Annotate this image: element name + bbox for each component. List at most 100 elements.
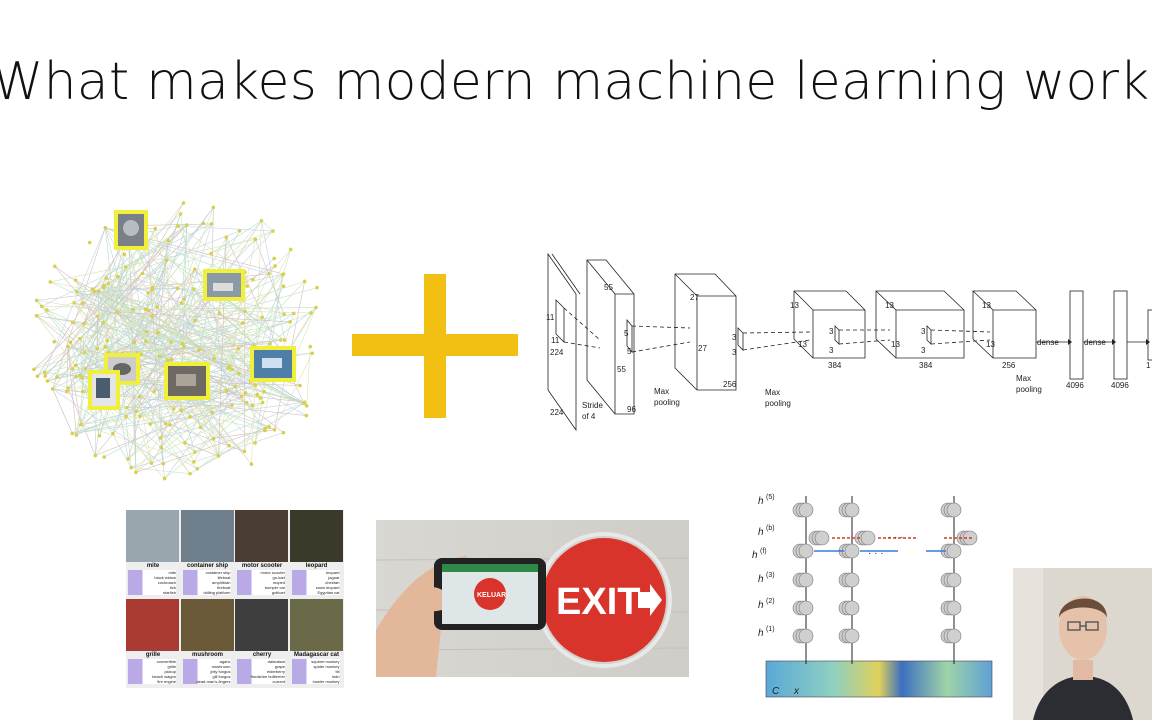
- graph-node: [72, 300, 76, 305]
- graph-edge: [67, 346, 77, 436]
- graph-edge: [124, 254, 195, 365]
- conv5-depth: 256: [1002, 361, 1016, 370]
- graph-edge: [50, 281, 243, 324]
- graph-node: [74, 433, 79, 437]
- graph-edge: [70, 342, 100, 436]
- graph-edge: [145, 260, 167, 342]
- stride-label: Stride: [582, 401, 603, 410]
- graph-node: [106, 281, 111, 286]
- network-graph-image: [10, 180, 350, 500]
- rnn-unit: [844, 543, 860, 559]
- presenter-face: [1059, 596, 1107, 660]
- pool1-label: Max: [654, 387, 669, 396]
- graph-node: [162, 476, 167, 481]
- grid-tile-label: mushroom: [191, 652, 223, 658]
- graph-edge: [117, 276, 212, 295]
- graph-edge: [184, 442, 195, 462]
- graph-edge: [252, 258, 275, 280]
- grid-tile-image: [289, 599, 343, 651]
- rnn-x-label: x: [793, 686, 800, 697]
- wolf-thumbnail: [114, 210, 148, 250]
- graph-edge: [72, 322, 245, 452]
- graph-node: [282, 312, 286, 317]
- conv1-depth: 96: [627, 405, 636, 414]
- graph-node: [243, 391, 248, 395]
- graph-node: [35, 374, 40, 378]
- grid-tile-label: Madagascar cat: [293, 652, 340, 658]
- kernel1-b: 11: [551, 336, 560, 345]
- pool1-label-2: pooling: [654, 398, 680, 407]
- rnn-unit: [946, 600, 962, 616]
- rnn-unit: [844, 572, 860, 588]
- graph-edge: [44, 224, 187, 377]
- graph-node: [217, 311, 222, 315]
- graph-edge: [131, 467, 191, 474]
- graph-node: [124, 265, 128, 269]
- prediction-item: tick: [170, 585, 176, 590]
- graph-node: [267, 271, 271, 276]
- graph-node: [126, 457, 130, 461]
- graph-node: [251, 277, 255, 282]
- graph-node: [92, 289, 97, 294]
- graph-edge: [75, 230, 128, 366]
- prediction-item: fire engine: [157, 679, 176, 684]
- kernel2-a: 5: [624, 329, 629, 338]
- grid-tile-image: [126, 510, 179, 562]
- dense1-label: dense: [1037, 338, 1059, 347]
- graph-node: [237, 371, 241, 376]
- graph-node: [178, 212, 183, 216]
- rnn-unit: [946, 628, 962, 644]
- rnn-unit: [844, 502, 860, 518]
- graph-node: [304, 403, 309, 408]
- graph-edge: [200, 249, 291, 428]
- graph-node: [32, 367, 36, 372]
- prediction-item: cheetah: [325, 580, 340, 585]
- graph-node: [211, 436, 216, 441]
- graph-edge: [180, 410, 266, 431]
- graph-node: [70, 320, 75, 325]
- graph-node: [181, 201, 186, 205]
- graph-node: [79, 422, 83, 427]
- conv3-depth: 384: [828, 361, 842, 370]
- graph-node: [233, 384, 238, 389]
- graph-node: [268, 341, 272, 346]
- graph-edge: [80, 402, 247, 426]
- graph-edge: [127, 416, 141, 460]
- graph-edge: [66, 346, 69, 392]
- kernel1-a: 11: [546, 313, 555, 322]
- graph-edge: [139, 230, 240, 417]
- rnn-unit: [844, 600, 860, 616]
- graph-node: [150, 285, 155, 290]
- graph-node: [281, 284, 286, 288]
- deep-rnn-diagram: h (5) h (b) h (f) h (3) h (2) h (1) C x …: [748, 488, 1006, 698]
- graph-node: [263, 426, 268, 431]
- graph-node: [210, 410, 215, 415]
- graph-node: [139, 352, 144, 357]
- graph-node: [253, 383, 258, 387]
- prediction-item: container ship: [205, 570, 231, 575]
- prediction-item: black widow: [154, 575, 176, 580]
- prediction-item: pickup: [164, 669, 176, 674]
- graph-node: [140, 271, 145, 276]
- graph-node: [131, 307, 135, 312]
- graph-edge: [104, 227, 132, 468]
- exit-sign: [542, 538, 666, 662]
- graph-node: [169, 357, 174, 362]
- grid-tile-label: container ship: [186, 563, 228, 569]
- graph-node: [144, 339, 148, 344]
- graph-node: [224, 389, 229, 393]
- rnn-unit: [860, 530, 876, 546]
- conv2-depth: 256: [723, 380, 737, 389]
- graph-edge: [98, 291, 200, 351]
- rnn-unit: [946, 502, 962, 518]
- graph-node: [146, 308, 151, 313]
- prediction-item: drilling platform: [203, 590, 231, 595]
- graph-edge: [137, 321, 291, 354]
- graph-node: [166, 238, 171, 243]
- graph-node: [66, 386, 70, 390]
- graph-node: [103, 225, 108, 230]
- graph-edge: [145, 223, 212, 310]
- graph-edge: [197, 445, 230, 470]
